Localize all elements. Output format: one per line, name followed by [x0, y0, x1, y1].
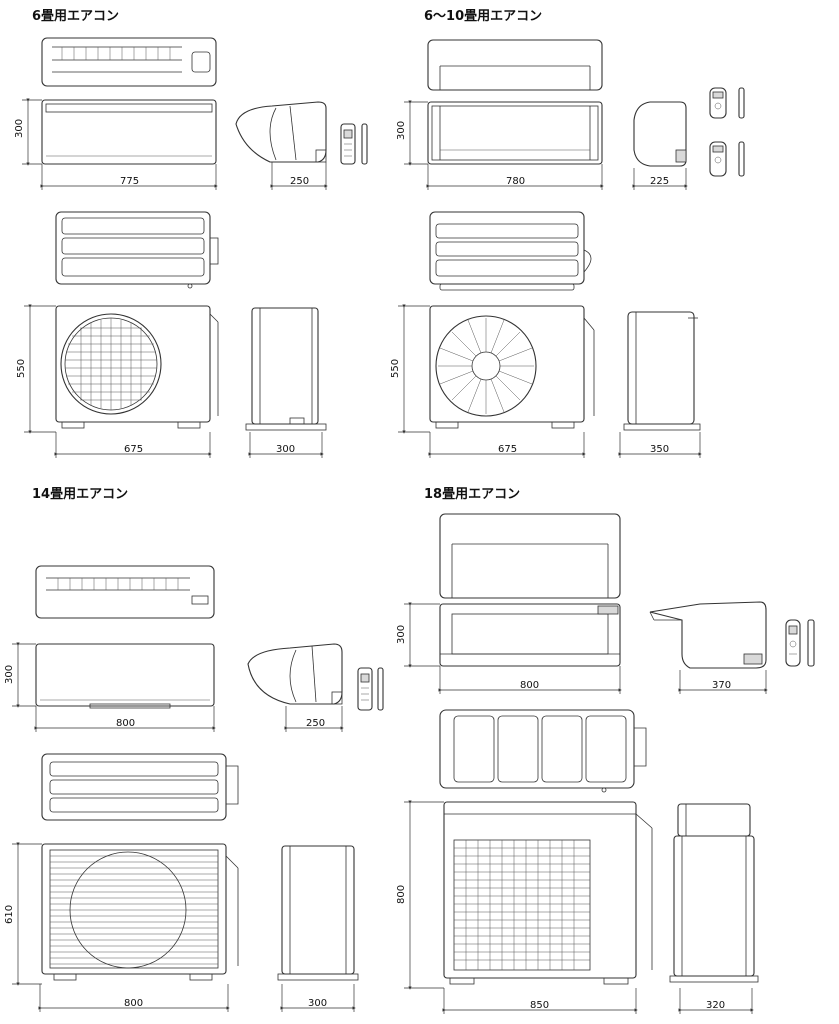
outdoor-width-label: 675 [498, 444, 517, 455]
indoor-depth-label: 370 [712, 680, 731, 691]
indoor-height-label: 300 [396, 121, 407, 140]
outdoor-side-view [245, 307, 327, 431]
indoor-width-label: 780 [506, 176, 525, 187]
section-title: 18畳用エアコン [424, 487, 520, 502]
indoor-side-view [633, 101, 687, 167]
section-6-10jo: 6～10畳用エアコン 300 780 225 [390, 9, 745, 458]
indoor-front-view [41, 99, 217, 165]
outdoor-height-label: 550 [390, 359, 401, 378]
remote-control-icon [709, 87, 745, 177]
indoor-depth-label: 250 [306, 718, 325, 729]
fan-grille-icon [438, 318, 534, 414]
outdoor-front-view [55, 305, 219, 429]
indoor-front-view [439, 603, 621, 667]
indoor-width-label: 775 [120, 176, 139, 187]
indoor-depth-label: 225 [650, 176, 669, 187]
indoor-width-label: 800 [520, 680, 539, 691]
indoor-top-view [439, 513, 621, 599]
indoor-width-label: 800 [116, 718, 135, 729]
remote-control-icon [785, 619, 815, 667]
outdoor-side-view [669, 803, 759, 983]
indoor-side-view [649, 601, 767, 669]
outdoor-top-view [429, 211, 592, 291]
indoor-height-label: 300 [14, 119, 25, 138]
outdoor-width-label: 850 [530, 1000, 549, 1011]
indoor-depth-label: 250 [290, 176, 309, 187]
outdoor-top-view [55, 211, 219, 289]
indoor-side-view [235, 101, 327, 163]
outdoor-side-view [623, 311, 701, 431]
indoor-top-view [427, 39, 603, 91]
section-14jo: 14畳用エアコン 300 800 [4, 487, 384, 1012]
remote-control-icon [357, 667, 384, 711]
section-18jo: 18畳用エアコン 300 800 370 [396, 487, 815, 1014]
outdoor-front-view [429, 305, 595, 429]
indoor-top-view [41, 37, 217, 87]
indoor-top-view [35, 565, 215, 619]
outdoor-top-view [439, 709, 647, 793]
section-title: 6畳用エアコン [32, 9, 119, 24]
indoor-height-label: 300 [396, 625, 407, 644]
outdoor-depth-label: 350 [650, 444, 669, 455]
outdoor-top-view [41, 753, 239, 821]
fan-grille-icon [50, 855, 218, 965]
outdoor-height-label: 800 [396, 885, 407, 904]
outdoor-depth-label: 300 [276, 444, 295, 455]
indoor-front-view [35, 643, 215, 709]
outdoor-depth-label: 300 [308, 998, 327, 1009]
fan-grille-icon [65, 318, 157, 410]
outdoor-width-label: 675 [124, 444, 143, 455]
indoor-side-view [247, 643, 343, 705]
indoor-front-view [427, 101, 603, 165]
section-title: 6～10畳用エアコン [424, 9, 542, 24]
outdoor-front-view [41, 843, 239, 981]
outdoor-width-label: 800 [124, 998, 143, 1009]
outdoor-height-label: 550 [16, 359, 27, 378]
indoor-height-label: 300 [4, 665, 15, 684]
section-6jo: 6畳用エアコン 300 775 [14, 9, 368, 458]
remote-control-icon [340, 123, 368, 165]
outdoor-side-view [277, 845, 359, 981]
section-title: 14畳用エアコン [32, 487, 128, 502]
outdoor-front-view [443, 801, 653, 985]
outdoor-height-label: 610 [4, 905, 15, 924]
outdoor-depth-label: 320 [706, 1000, 725, 1011]
fan-grille-icon [454, 840, 590, 970]
